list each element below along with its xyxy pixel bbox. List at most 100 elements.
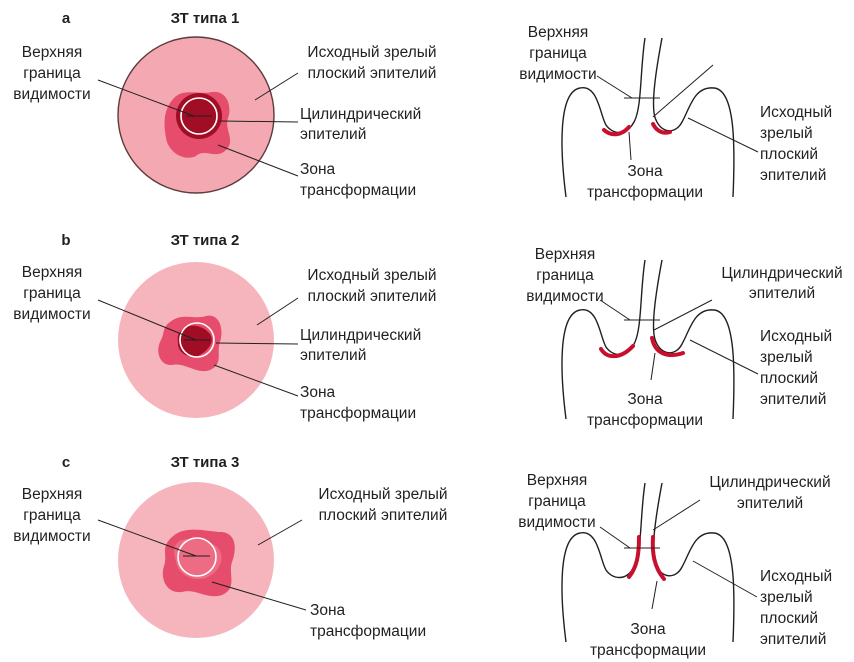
label-line: видимости	[13, 306, 90, 323]
label-columnar: Цилиндрический эпителий	[721, 265, 842, 302]
label-line: Исходный зрелый	[318, 486, 447, 503]
leader-tz	[651, 353, 655, 380]
label-line: плоский	[760, 146, 818, 163]
label-line: Верхняя	[528, 24, 589, 41]
label-line: плоский	[760, 610, 818, 627]
label-line: Исходный	[760, 104, 832, 121]
label-line: плоский эпителий	[308, 288, 437, 305]
leader-squamous	[693, 561, 757, 597]
leader-squamous	[688, 118, 758, 152]
leader-upper-border	[597, 76, 632, 98]
row-title: ЗТ типа 2	[171, 232, 240, 249]
label-line: эпителий	[300, 347, 366, 364]
label-line: зрелый	[760, 125, 813, 142]
label-line: видимости	[518, 514, 595, 531]
label-line: Цилиндрический	[709, 474, 830, 491]
label-tz: Зона трансформации	[587, 163, 703, 201]
label-tz: Зона трансформации	[310, 602, 426, 640]
tz-segment-left	[629, 537, 639, 577]
label-line: граница	[529, 45, 587, 62]
label-line: видимости	[526, 288, 603, 305]
label-tz: Зона трансформации	[590, 621, 706, 659]
cervix-face-view: Верхняя граница видимости Исходный зрелы…	[13, 37, 436, 199]
label-line: Зона	[630, 621, 666, 638]
label-line: трансформации	[587, 412, 703, 429]
label-squamous: Исходный зрелый плоский эпителий	[307, 44, 436, 82]
label-line: видимости	[13, 86, 90, 103]
row-title: ЗТ типа 1	[171, 10, 240, 27]
label-line: граница	[23, 65, 81, 82]
label-line: Зона	[310, 602, 346, 619]
label-line: эпителий	[300, 126, 366, 143]
leader-tz	[629, 132, 631, 160]
label-line: Верхняя	[22, 44, 83, 61]
row-letter: c	[62, 454, 70, 471]
row-a: a ЗТ типа 1 Верхняя граница видимости Ис…	[13, 10, 832, 201]
label-line: Зона	[627, 391, 663, 408]
leader-columnar	[654, 300, 712, 330]
label-upper-border: Верхняя граница видимости	[519, 24, 596, 83]
label-tz: Зона трансформации	[300, 384, 416, 422]
label-line: граница	[528, 493, 586, 510]
label-line: Цилиндрический	[300, 327, 421, 344]
label-line: эпителий	[749, 285, 815, 302]
label-columnar: Цилиндрический эпителий	[709, 474, 830, 512]
label-squamous: Исходный зрелый плоский эпителий	[760, 104, 832, 184]
label-line: плоский эпителий	[319, 507, 448, 524]
label-line: Верхняя	[535, 246, 596, 263]
label-line: Цилиндрический	[300, 106, 421, 123]
label-line: эпителий	[760, 391, 826, 408]
leader-upper-border	[600, 300, 630, 320]
label-line: трансформации	[300, 405, 416, 422]
label-tz: Зона трансформации	[300, 161, 416, 199]
label-upper-border: Верхняя граница видимости	[526, 246, 603, 305]
cervix-cross-section: Верхняя граница видимости Зона трансформ…	[519, 24, 832, 201]
cervix-cross-section	[562, 483, 757, 642]
label-squamous: Исходный зрелый плоский эпителий	[760, 568, 832, 648]
row-b: b ЗТ типа 2 Верхняя граница видимости Ис…	[13, 232, 842, 429]
right-lip-contour	[654, 38, 734, 197]
label-line: граница	[23, 507, 81, 524]
label-line: трансформации	[590, 642, 706, 659]
leader-upper-border	[600, 527, 630, 548]
label-line: видимости	[519, 66, 596, 83]
leader-squamous	[690, 340, 758, 374]
row-letter: b	[61, 232, 70, 249]
row-letter: a	[62, 10, 71, 27]
label-line: плоский	[760, 370, 818, 387]
label-line: Исходный	[760, 328, 832, 345]
label-line: граница	[23, 285, 81, 302]
label-line: плоский эпителий	[308, 65, 437, 82]
label-line: трансформации	[300, 182, 416, 199]
right-lip-contour	[654, 260, 734, 419]
cervix-face-view: Верхняя граница видимости Исходный зрелы…	[13, 482, 447, 640]
label-upper-border: Верхняя граница видимости	[518, 472, 595, 531]
label-line: зрелый	[760, 349, 813, 366]
label-line: эпителий	[760, 631, 826, 648]
label-squamous: Исходный зрелый плоский эпителий	[760, 328, 832, 408]
label-squamous: Исходный зрелый плоский эпителий	[307, 267, 436, 305]
label-line: Цилиндрический	[721, 265, 842, 282]
leader-columnar	[653, 65, 713, 117]
leader-columnar	[653, 500, 700, 530]
label-line: эпителий	[737, 495, 803, 512]
leader-tz	[652, 581, 657, 609]
label-line: Верхняя	[22, 486, 83, 503]
label-line: Верхняя	[22, 264, 83, 281]
label-line: эпителий	[760, 167, 826, 184]
label-upper-border: Верхняя граница видимости	[13, 264, 90, 323]
label-line: Зона	[300, 384, 336, 401]
label-line: трансформации	[587, 184, 703, 201]
label-columnar: Цилиндрический эпителий	[300, 327, 421, 364]
label-upper-border: Верхняя граница видимости	[13, 44, 90, 103]
right-lip-contour	[654, 483, 734, 642]
label-line: Исходный зрелый	[307, 267, 436, 284]
label-line: видимости	[13, 528, 90, 545]
label-line: граница	[536, 267, 594, 284]
label-line: Исходный	[760, 568, 832, 585]
label-line: трансформации	[310, 623, 426, 640]
label-tz: Зона трансформации	[587, 391, 703, 429]
label-columnar: Цилиндрический эпителий	[300, 106, 421, 143]
cervix-face-view: Верхняя граница видимости Исходный зрелы…	[13, 262, 436, 422]
